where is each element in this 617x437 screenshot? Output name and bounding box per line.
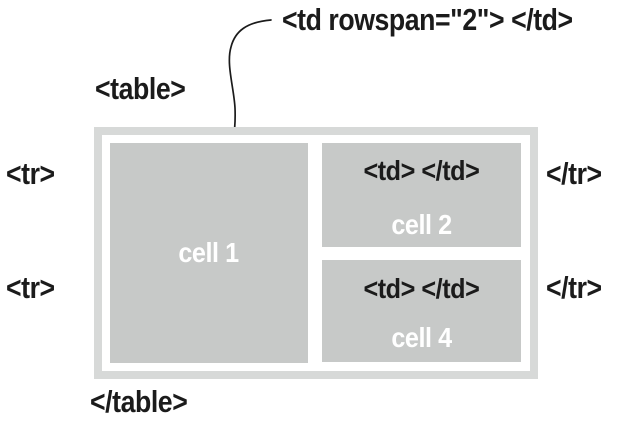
cell-4-label: cell 4 [391,322,452,353]
rowspan-annotation-label: <td rowspan="2"> </td> [282,2,573,37]
tr-open-label-row1: <tr> [6,156,55,191]
table-cell-4: <td> </td> cell 4 [322,260,521,362]
cell-2-td-tags-label: <td> </td> [363,155,480,186]
cell-1-label: cell 1 [178,237,240,268]
cell-4-td-tags-label: <td> </td> [363,273,480,304]
tr-open-label-row2: <tr> [6,270,55,305]
tr-close-label-row1: </tr> [546,156,602,191]
cell-2-label: cell 2 [391,209,452,240]
tr-close-label-row2: </tr> [546,270,602,305]
table-close-tag-label: </table> [90,384,188,419]
table-cell-2: <td> </td> cell 2 [322,143,521,247]
table-open-tag-label: <table> [95,71,186,106]
table-cell-1: cell 1 [110,143,308,363]
